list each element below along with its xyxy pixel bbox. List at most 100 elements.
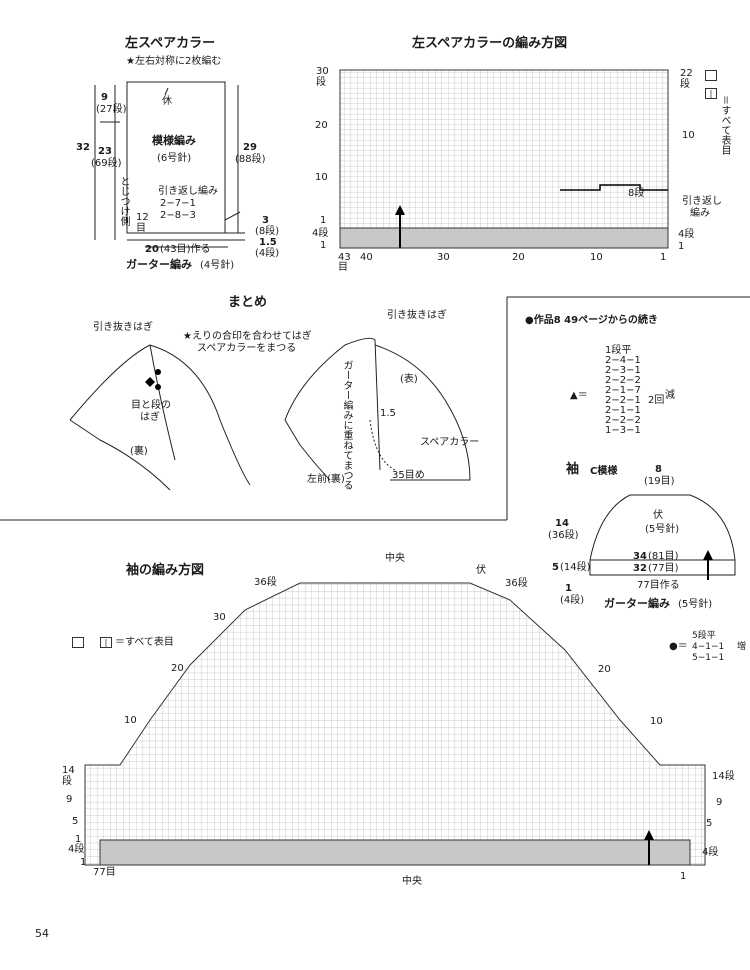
cc-right-8: 8段 [628,188,645,199]
sleeve-top-8-st: (19目) [644,476,675,487]
collar-right-3-rows: (8段) [255,226,280,237]
assembly-overlap-note: ガーター編みに重ねてまつる [341,360,352,490]
sleeve-chart-title: 袖の編み方図 [126,563,205,578]
collar-left-9: 9 [101,92,108,103]
sc-row-36r: 36段 [505,578,528,589]
sleeve-w-32-st: (77目) [648,563,679,574]
note-line-8: 2−2−2 [605,415,641,426]
sleeve-knit-bar-icon: | [100,637,112,648]
collar-short-row-label: 引き返し編み [158,186,218,197]
note-line-3: 2−3−1 [605,365,641,376]
assembly-pull-seam-left: 引き抜きはぎ [93,322,153,333]
collar-rest-label: 休 [162,96,172,107]
assembly-title: まとめ [228,295,268,310]
cc-legend: ＝すべて表目 [719,95,730,155]
note-line-2: 2−4−1 [605,355,641,366]
sc-row-5r: 5 [706,818,713,829]
collar-schematic-title: 左スペアカラー [125,36,216,51]
sleeve-inc-word: 増 [737,642,747,652]
sc-row-10l: 10 [124,715,137,726]
cc-row-unit: 段 [316,77,326,88]
collar-bottom-width-detail: (43目)作る [160,244,211,255]
collar-right-15: 1.5 [259,237,277,248]
collar-pattern-label: 模様編み [152,134,196,147]
assembly-measure-15: 1.5 [380,408,396,419]
sleeve-w-34: 34 [633,551,647,562]
collar-garter-label: ガーター編み [126,258,192,271]
knit-symbol-blank-icon [705,70,717,81]
sleeve-height-1: 1 [565,583,572,594]
sleeve-cast-on: 77目作る [637,580,680,591]
sc-row-20l: 20 [171,663,184,674]
cc-bottom-40: 40 [360,252,373,263]
cc-bottom-43-unit: 目 [338,262,348,273]
note-line-1: 1段平 [605,345,632,356]
assembly-stitch-row-1: 目と段の [131,400,171,411]
sleeve-height-14: 14 [555,518,569,529]
sleeve-inc-3: 5−1−1 [692,653,725,663]
sleeve-needle: (5号針) [645,524,680,535]
note-line-9: 1−3−1 [605,425,641,436]
sc-row-1b: 1 [80,857,87,868]
sleeve-height-1-rows: (4段) [560,595,585,606]
sc-row-1r: 1 [680,871,687,882]
collar-right-29: 29 [243,142,257,153]
collar-chart-title: 左スペアカラーの編み方図 [412,36,568,51]
sleeve-inc-eq: ●＝ [669,641,688,652]
sleeve-title: 袖 [566,462,580,477]
cc-row-1b: 1 [320,240,327,251]
sc-row-30: 30 [213,612,226,623]
assembly-back-label: (裏) [130,446,148,457]
cc-row-20: 20 [315,120,328,131]
note-line-7: 2−1−1 [605,405,641,416]
collar-right-15-rows: (4段) [255,248,280,259]
sc-row-4r: 4段 [702,847,719,858]
sc-row-14l-unit: 段 [62,776,72,787]
cc-right-short2: 編み [690,208,710,219]
triangle-icon: ▲＝ [570,390,588,401]
collar-side-label: とじつけ側 [118,176,129,226]
sc-row-5l: 5 [72,816,79,827]
note-decrease: 減 [665,390,675,401]
knit-symbol-bar-icon: | [705,88,717,99]
assembly-pull-seam-right: 引き抜きはぎ [387,310,447,321]
collar-left-32: 32 [76,142,90,153]
cc-right-1: 1 [678,241,685,252]
note-line-6: 2−2−1 [605,395,641,406]
collar-right-29-rows: (88段) [235,154,266,165]
sc-center-top: 中央 [385,553,405,564]
assembly-star-note-1: ★えりの合印を合わせてはぎ [183,331,312,342]
assembly-spare-collar: スペアカラー [420,437,480,448]
cc-bottom-10: 10 [590,252,603,263]
sleeve-rest: 伏 [653,510,663,521]
cc-bottom-20: 20 [512,252,525,263]
sleeve-inc-1: 5段平 [692,631,716,641]
cc-right-4: 4段 [678,229,695,240]
sc-center-bottom: 中央 [402,876,422,887]
cc-right-22: 22 [680,68,693,79]
note-line-4: 2−2−2 [605,375,641,386]
cc-bottom-43: 43 [338,252,351,263]
collar-left-23: 23 [98,146,112,157]
sc-row-9l: 9 [66,794,73,805]
sleeve-height-5-rows: (14段) [560,562,591,573]
collar-note: ★左右対称に2枚編む [126,56,222,67]
sleeve-garter-needle: (5号針) [678,599,713,610]
sc-row-1l: 1 [75,834,82,845]
collar-stitch-12-unit: 目 [136,223,146,234]
sc-row-14l: 14 [62,765,75,776]
cc-row-1: 1 [320,215,327,226]
note-repeat: 2回 [648,395,665,406]
sc-row-14r: 14段 [712,771,735,782]
collar-short-row-2: 2−8−3 [160,210,196,221]
cc-row-4: 4段 [312,228,329,239]
cc-row-10: 10 [315,172,328,183]
assembly-front-label: (表) [400,374,418,385]
cc-row-30: 30 [316,66,329,77]
